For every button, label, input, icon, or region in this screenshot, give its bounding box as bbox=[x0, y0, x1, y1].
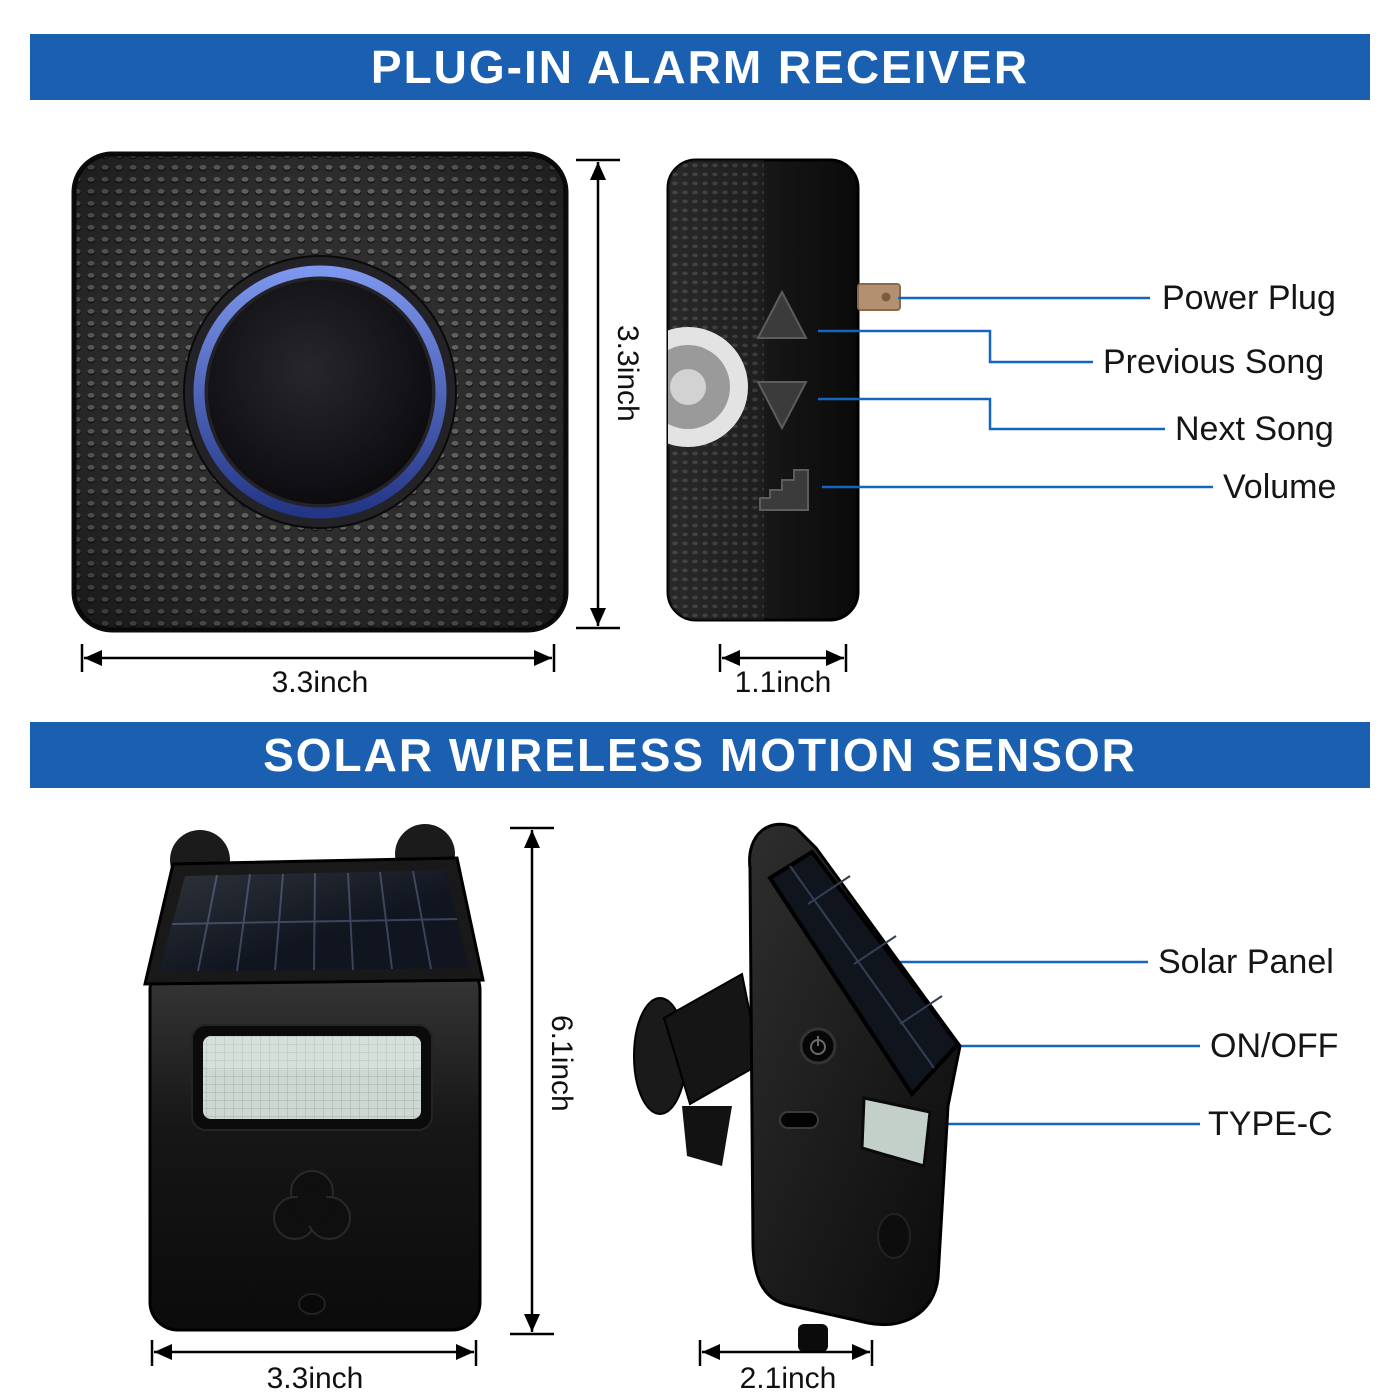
callout-type-c: TYPE-C bbox=[1208, 1105, 1333, 1143]
side-knob bbox=[877, 1213, 911, 1259]
volume-icon bbox=[759, 469, 809, 511]
receiver-front-illustration bbox=[71, 151, 569, 633]
receiver-section-banner: PLUG-IN ALARM RECEIVER bbox=[30, 34, 1370, 100]
callout-previous-song: Previous Song bbox=[1103, 343, 1325, 381]
callout-next-song: Next Song bbox=[1175, 410, 1334, 448]
receiver-section-title: PLUG-IN ALARM RECEIVER bbox=[370, 41, 1030, 93]
prong-hole bbox=[881, 292, 891, 302]
sensor-front-body bbox=[148, 960, 482, 1332]
pir-window-side bbox=[860, 1096, 932, 1168]
receiver-depth-label: 1.1inch bbox=[734, 666, 832, 699]
receiver-side-grille bbox=[668, 160, 764, 620]
sensor-depth-label: 2.1inch bbox=[739, 1362, 837, 1395]
sensor-side-body bbox=[748, 822, 962, 1327]
solar-panel-side-gridlines bbox=[789, 865, 943, 1069]
mounting-bracket-lower bbox=[682, 1106, 732, 1166]
sensor-width-label: 3.3inch bbox=[266, 1362, 364, 1395]
receiver-side-illustration bbox=[666, 158, 901, 622]
callout-volume: Volume bbox=[1223, 468, 1337, 506]
sensor-side-illustration bbox=[633, 822, 962, 1352]
callout-solar-panel: Solar Panel bbox=[1158, 943, 1334, 981]
pir-window-grid bbox=[203, 1036, 421, 1119]
solar-panel-sheen bbox=[159, 870, 469, 972]
speaker-button bbox=[208, 280, 432, 504]
sensor-section-title: SOLAR WIRELESS MOTION SENSOR bbox=[263, 729, 1137, 781]
blue-led-ring bbox=[193, 265, 447, 519]
pir-window-highlight bbox=[203, 1036, 421, 1070]
sensor-front-illustration bbox=[143, 824, 485, 1332]
callout-power-plug: Power Plug bbox=[1162, 279, 1336, 317]
mount-knob bbox=[273, 1170, 351, 1240]
speaker-cone-cap bbox=[670, 369, 706, 405]
usb-c-port bbox=[779, 1111, 819, 1129]
power-icon bbox=[810, 1036, 826, 1055]
solar-panel-side bbox=[767, 849, 961, 1098]
bottom-knob bbox=[298, 1293, 326, 1315]
down-arrow-icon bbox=[756, 381, 808, 431]
bottom-stub bbox=[798, 1324, 828, 1352]
power-plug-prong bbox=[857, 283, 901, 311]
receiver-width-label: 3.3inch bbox=[271, 666, 369, 699]
up-arrow-icon bbox=[756, 289, 808, 339]
sensor-height-label: 6.1inch bbox=[545, 1015, 578, 1112]
receiver-height-label: 3.3inch bbox=[611, 325, 644, 422]
sensor-section-banner: SOLAR WIRELESS MOTION SENSOR bbox=[30, 722, 1370, 788]
callout-on-off: ON/OFF bbox=[1210, 1027, 1339, 1065]
